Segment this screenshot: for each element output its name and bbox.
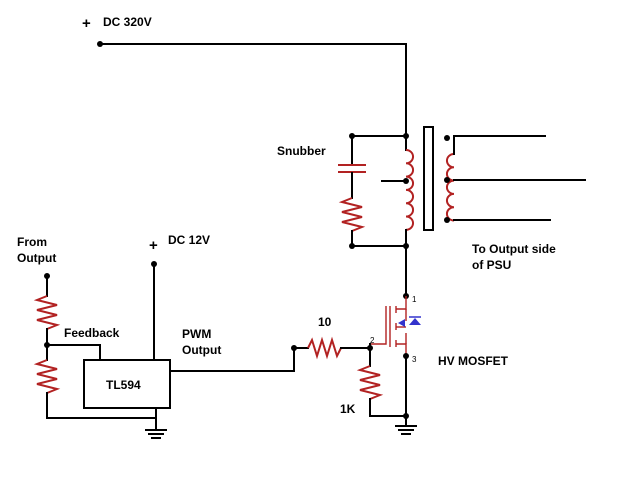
pwm-output-wire	[169, 347, 295, 372]
gate-resistor-10	[307, 336, 342, 360]
dc12-plus-sign: +	[149, 237, 158, 254]
mosfet-body-diode	[409, 318, 421, 325]
resistor-10-label: 10	[318, 315, 332, 329]
pulldown-resistor-1k	[356, 365, 384, 400]
feedback-label: Feedback	[64, 326, 120, 340]
pulldown-lead-bottom	[369, 398, 407, 417]
mosfet-pin-3: 3	[412, 355, 417, 364]
hv-mosfet-label: HV MOSFET	[438, 354, 509, 368]
to-output-label-line1: To Output side	[472, 242, 556, 256]
mosfet-gate-lead	[370, 306, 387, 345]
feedback-resistor-top	[33, 295, 61, 330]
resistor-1k-label: 1K	[340, 402, 356, 416]
feedback-resistor-bottom	[33, 359, 61, 394]
dc320-label: DC 320V	[103, 15, 152, 29]
snubber-bottom-wire	[351, 230, 407, 247]
snubber-resistor	[338, 197, 366, 232]
feedback-to-chip-wire	[46, 344, 101, 361]
from-output-label-line1: From	[17, 235, 47, 249]
secondary-top-output	[453, 135, 546, 155]
mosfet-channel-arrow	[398, 319, 405, 327]
secondary-bottom-node	[444, 217, 450, 223]
pwm-label-line1: PWM	[182, 327, 211, 341]
snubber-label: Snubber	[277, 144, 326, 158]
primary-tap-node	[403, 178, 409, 184]
mosfet-pin-1: 1	[412, 295, 417, 304]
pwm-label-line2: Output	[182, 343, 221, 357]
primary-winding	[405, 149, 414, 231]
secondary-winding	[446, 153, 455, 222]
from-output-label-line2: Output	[17, 251, 56, 265]
secondary-tap-node	[444, 177, 450, 183]
dc12-label: DC 12V	[168, 233, 210, 247]
to-output-label-line2: of PSU	[472, 258, 511, 272]
secondary-top-node	[444, 135, 450, 141]
feedback-ground-wire	[46, 392, 157, 419]
mosfet-pin-2: 2	[370, 336, 375, 345]
dc320-rail-wire	[99, 43, 407, 137]
dc320-plus-sign: +	[82, 15, 91, 32]
transformer-core	[423, 126, 434, 231]
tl594-label: TL594	[106, 378, 141, 392]
snubber-bottom-node	[349, 243, 355, 249]
tl594-chip	[83, 359, 171, 409]
